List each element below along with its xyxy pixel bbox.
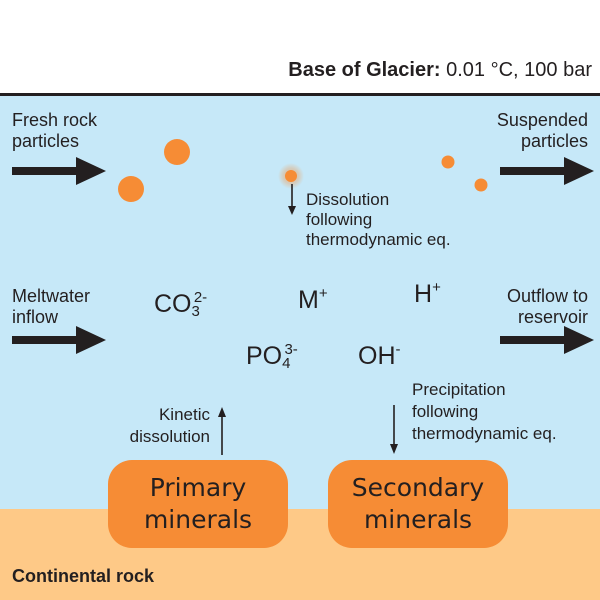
ion-phosphate: PO43- [246,341,298,374]
precipitation-down-arrow [390,405,398,454]
dissolution-label-line1: Dissolution [306,190,390,209]
ion-phosphate-base: PO [246,342,283,370]
suspended-particle [441,155,455,169]
secondary-minerals-box: Secondary minerals [328,460,508,548]
suspended-outflow-arrow [500,157,594,185]
suspended-label-line1: Suspended [496,110,588,130]
ion-hydroxide: OH- [358,341,401,374]
secondary-minerals-line1: Secondary [351,473,485,502]
outflow-label-line2: reservoir [517,307,588,327]
header-conditions: 0.01 °C, 100 bar [446,59,592,81]
ion-hydrogen: H+ [414,279,441,312]
suspended-particle [474,178,488,192]
dissolving-particle [285,170,297,182]
suspended-particles-label: Suspended particles [497,110,588,152]
dissolution-label-line3: thermodynamic eq. [306,230,451,249]
kinetic-label-line2: dissolution [129,427,210,446]
ion-hydroxide-charge: - [395,341,401,358]
kinetic-dissolution-up-arrow [218,407,226,455]
outflow-label-line1: Outflow to [506,286,588,306]
precipitation-label: Precipitation following thermodynamic eq… [412,379,557,445]
dissolution-label: Dissolution following thermodynamic eq. [306,190,451,250]
continental-rock-label: Continental rock [12,566,155,586]
secondary-minerals-line2: minerals [363,505,473,534]
primary-minerals-box: Primary minerals [108,460,288,548]
ion-carbonate-sub: 3 [191,303,200,320]
reservoir-outflow-arrow [500,326,594,354]
precipitation-label-line1: Precipitation [412,380,506,399]
meltwater-label-line2: inflow [12,307,59,327]
fresh-rock-label-line1: Fresh rock [12,110,98,130]
ion-phosphate-charge: 3- [284,341,298,358]
ion-hydroxide-base: OH [358,342,396,370]
kinetic-label-line1: Kinetic [158,405,210,424]
ion-hydrogen-base: H [414,280,433,308]
fresh-rock-label-line2: particles [12,131,80,151]
precipitation-label-line3: thermodynamic eq. [412,424,557,443]
fresh-rock-label: Fresh rock particles [12,110,97,152]
ion-carbonate-charge: 2- [193,289,208,306]
dissolution-down-arrow [288,184,296,215]
glacier-base-line [0,93,600,96]
meltwater-inflow-arrow [12,326,106,354]
glacier-conditions-header: Base of Glacier: 0.01 °C, 100 bar [0,58,592,82]
dissolution-label-line2: following [306,210,373,229]
fresh-rock-inflow-arrow [12,157,106,185]
meltwater-region [0,96,600,509]
kinetic-dissolution-label: Kinetic dissolution [118,404,210,448]
precipitation-label-line2: following [412,402,479,421]
primary-minerals-line2: minerals [143,505,253,534]
ion-metal: M+ [298,285,328,318]
fresh-rock-particle [164,139,190,165]
fresh-rock-particle [118,176,144,202]
ion-metal-base: M [298,286,319,314]
ion-hydrogen-charge: + [432,279,441,296]
meltwater-label-line1: Meltwater [12,286,91,306]
meltwater-label: Meltwater inflow [12,286,90,328]
ion-metal-charge: + [318,285,328,302]
ion-carbonate: CO32- [154,289,208,322]
ion-carbonate-base: CO [154,290,192,318]
ion-phosphate-sub: 4 [282,355,291,372]
header-title: Base of Glacier: [288,59,441,81]
suspended-label-line2: particles [520,131,588,151]
outflow-label: Outflow to reservoir [507,286,588,328]
primary-minerals-line1: Primary [149,473,247,502]
